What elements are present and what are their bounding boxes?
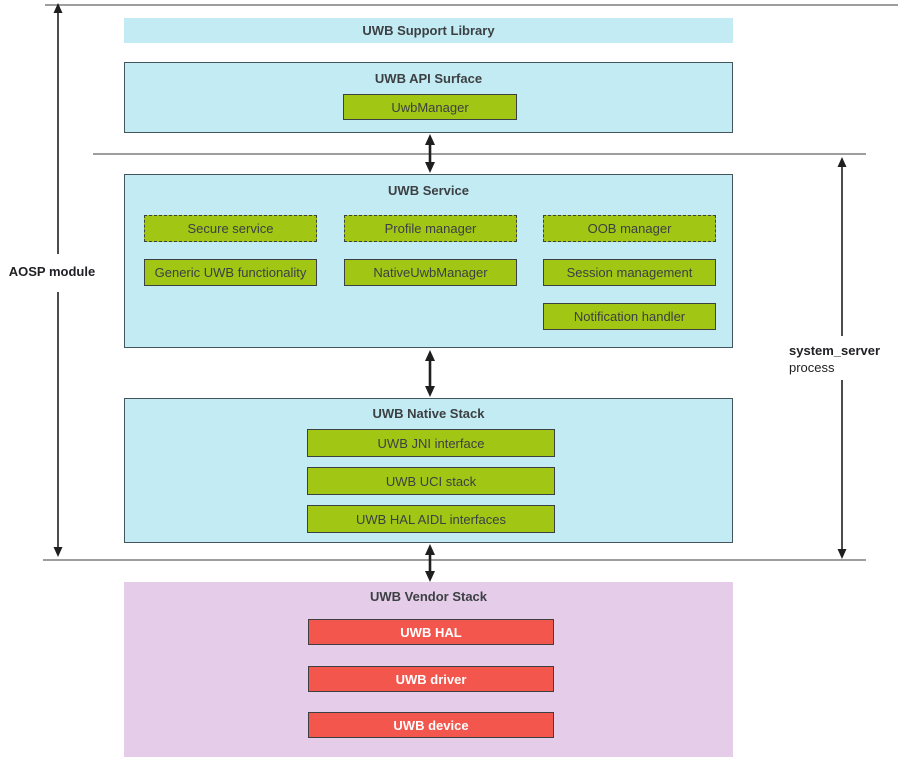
- uwb-hal-aidl-interfaces-label: UWB HAL AIDL interfaces: [355, 511, 507, 527]
- uwb-support-library-bar: UWB Support Library: [124, 18, 733, 43]
- arrow-down-icon: [837, 549, 847, 559]
- uwb-uci-stack-label: UWB UCI stack: [385, 473, 477, 489]
- uwb-api-surface-title: UWB API Surface: [374, 71, 483, 86]
- arrow-down-icon: [425, 386, 435, 397]
- notification-handler-module: Notification handler: [543, 303, 716, 330]
- uwb-hal-aidl-interfaces-module: UWB HAL AIDL interfaces: [307, 505, 555, 533]
- nativeuwbmanager-label: NativeUwbManager: [373, 265, 488, 280]
- uwb-service-title: UWB Service: [388, 183, 469, 198]
- uwb-api-surface-box: UWB API Surface UwbManager: [124, 62, 733, 133]
- secure-service-label: Secure service: [187, 221, 274, 236]
- oob-manager-module: OOB manager: [543, 215, 716, 242]
- uwb-device-module: UWB device: [308, 712, 554, 738]
- uwb-uci-stack-module: UWB UCI stack: [307, 467, 555, 495]
- arrow-up-icon: [425, 134, 435, 145]
- uwb-driver-module: UWB driver: [308, 666, 554, 692]
- process-label: process: [789, 360, 835, 375]
- system-server-process-label: system_server process: [789, 342, 894, 376]
- uwb-native-stack-box: UWB Native Stack UWB JNI interface UWB U…: [124, 398, 733, 543]
- generic-uwb-functionality-module: Generic UWB functionality: [144, 259, 317, 286]
- aosp-module-label: AOSP module: [8, 264, 96, 279]
- uwbmanager-module: UwbManager: [343, 94, 517, 120]
- uwb-support-library-title: UWB Support Library: [362, 23, 495, 38]
- arrow-down-icon: [53, 547, 63, 557]
- generic-uwb-functionality-label: Generic UWB functionality: [154, 265, 307, 280]
- uwb-jni-interface-label: UWB JNI interface: [377, 435, 485, 451]
- nativeuwbmanager-module: NativeUwbManager: [344, 259, 517, 286]
- arrow-down-icon: [425, 571, 435, 582]
- native-vendor-arrow: [425, 544, 435, 582]
- arrow-up-icon: [53, 3, 63, 13]
- arrow-down-icon: [425, 162, 435, 173]
- uwb-hal-label: UWB HAL: [400, 624, 462, 640]
- notification-handler-label: Notification handler: [573, 309, 686, 324]
- uwbmanager-label: UwbManager: [391, 99, 469, 115]
- uwb-vendor-stack-box: UWB Vendor Stack UWB HAL UWB driver UWB …: [124, 582, 733, 757]
- uwb-service-box: UWB Service Secure service Profile manag…: [124, 174, 733, 348]
- secure-service-module: Secure service: [144, 215, 317, 242]
- profile-manager-module: Profile manager: [344, 215, 517, 242]
- service-native-arrow: [425, 350, 435, 397]
- arrow-up-icon: [425, 544, 435, 555]
- api-service-arrow: [425, 134, 435, 173]
- profile-manager-label: Profile manager: [384, 221, 477, 236]
- session-management-label: Session management: [566, 265, 693, 280]
- uwb-hal-module: UWB HAL: [308, 619, 554, 645]
- uwb-native-stack-title: UWB Native Stack: [372, 406, 485, 421]
- system-server-span-arrow: [837, 157, 847, 559]
- arrow-up-icon: [425, 350, 435, 361]
- session-management-module: Session management: [543, 259, 716, 286]
- uwb-driver-label: UWB driver: [395, 671, 467, 687]
- oob-manager-label: OOB manager: [587, 221, 672, 236]
- system-server-label: system_server: [789, 343, 881, 358]
- arrow-up-icon: [837, 157, 847, 167]
- aosp-module-span-arrow: [53, 3, 63, 557]
- uwb-device-label: UWB device: [393, 717, 469, 733]
- uwb-jni-interface-module: UWB JNI interface: [307, 429, 555, 457]
- uwb-vendor-stack-title: UWB Vendor Stack: [369, 589, 488, 604]
